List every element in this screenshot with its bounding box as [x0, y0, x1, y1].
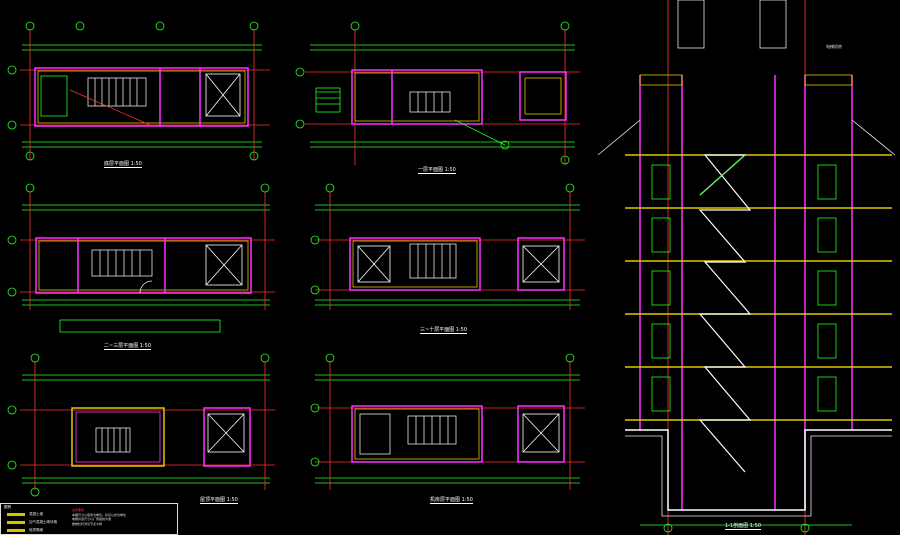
plan-4-title: 三~十层平面图 1:50 — [420, 327, 468, 334]
grid-bubble-icon — [25, 21, 35, 31]
grid-bubble-icon — [310, 403, 320, 413]
grid-bubble-icon — [7, 120, 17, 130]
grid-bubble-icon — [295, 67, 305, 77]
plan-2-title: 一层平面图 1:50 — [418, 167, 456, 174]
grid-bubble-icon — [7, 405, 17, 415]
grid-bubble-icon — [310, 235, 320, 245]
grid-bubble-icon — [249, 21, 259, 31]
plan-5-drawing — [20, 362, 275, 490]
grid-bubble-icon — [310, 285, 320, 295]
plan-3-title: 二~三层平面图 1:50 — [104, 343, 152, 350]
grid-bubble-icon — [30, 353, 40, 363]
notes-block: 注意事项 本图尺寸以毫米为单位，标高以米为单位 电梯井道尺寸以厂家提供为准 楼梯… — [72, 508, 126, 526]
legend-swatch — [7, 521, 25, 524]
legend-item: 轻质隔墙 — [29, 528, 43, 532]
legend-heading: 图例 — [4, 505, 11, 509]
grid-bubble-icon — [560, 21, 570, 31]
plan-1-title: 底层平面图 1:50 — [104, 161, 142, 168]
section-roof-label: 电梯机房 — [826, 44, 842, 49]
plan-3-drawing — [20, 192, 275, 333]
grid-bubble-icon — [800, 523, 810, 533]
legend-item: 混凝土墙 — [29, 512, 43, 516]
grid-bubble-icon — [7, 460, 17, 470]
grid-bubble-icon — [560, 155, 570, 165]
grid-bubble-icon — [155, 21, 165, 31]
grid-bubble-icon — [75, 21, 85, 31]
grid-bubble-icon — [25, 183, 35, 193]
grid-bubbles — [7, 21, 810, 533]
legend-item: 加气混凝土砌块墙 — [29, 520, 57, 524]
grid-bubble-icon — [260, 183, 270, 193]
notes-line: 电梯井道尺寸以厂家提供为准 — [72, 517, 112, 521]
plan-4-drawing — [315, 192, 585, 310]
notes-highlight: 注意事项 — [72, 508, 85, 512]
grid-bubble-icon — [325, 353, 335, 363]
grid-bubble-icon — [565, 353, 575, 363]
grid-bubble-icon — [350, 21, 360, 31]
north-arrow-icon — [500, 140, 510, 150]
plan-5-title: 屋顶平面图 1:50 — [200, 497, 238, 504]
grid-bubble-icon — [663, 523, 673, 533]
grid-bubble-icon — [7, 235, 17, 245]
plan-6-drawing — [315, 362, 585, 490]
notes-line: 本图尺寸以毫米为单位，标高以米为单位 — [72, 512, 127, 517]
plan-6-title: 机房层平面图 1:50 — [430, 497, 473, 504]
grid-bubble-icon — [7, 287, 17, 297]
plan-2-drawing — [305, 30, 580, 165]
section-drawing — [597, 0, 896, 535]
grid-bubble-icon — [295, 119, 305, 129]
notes-line: 楼梯栏杆详见节点大样 — [72, 521, 103, 526]
plan-1-drawing — [20, 30, 270, 160]
grid-bubble-icon — [565, 183, 575, 193]
grid-bubble-icon — [325, 183, 335, 193]
grid-bubble-icon — [260, 353, 270, 363]
grid-bubble-icon — [310, 457, 320, 467]
grid-bubble-icon — [7, 65, 17, 75]
legend-swatch — [7, 529, 25, 532]
section-title: 1-1剖面图 1:50 — [725, 523, 761, 530]
grid-bubble-icon — [249, 151, 259, 161]
grid-bubble-icon — [25, 151, 35, 161]
grid-bubble-icon — [30, 487, 40, 497]
legend-swatch — [7, 513, 25, 516]
